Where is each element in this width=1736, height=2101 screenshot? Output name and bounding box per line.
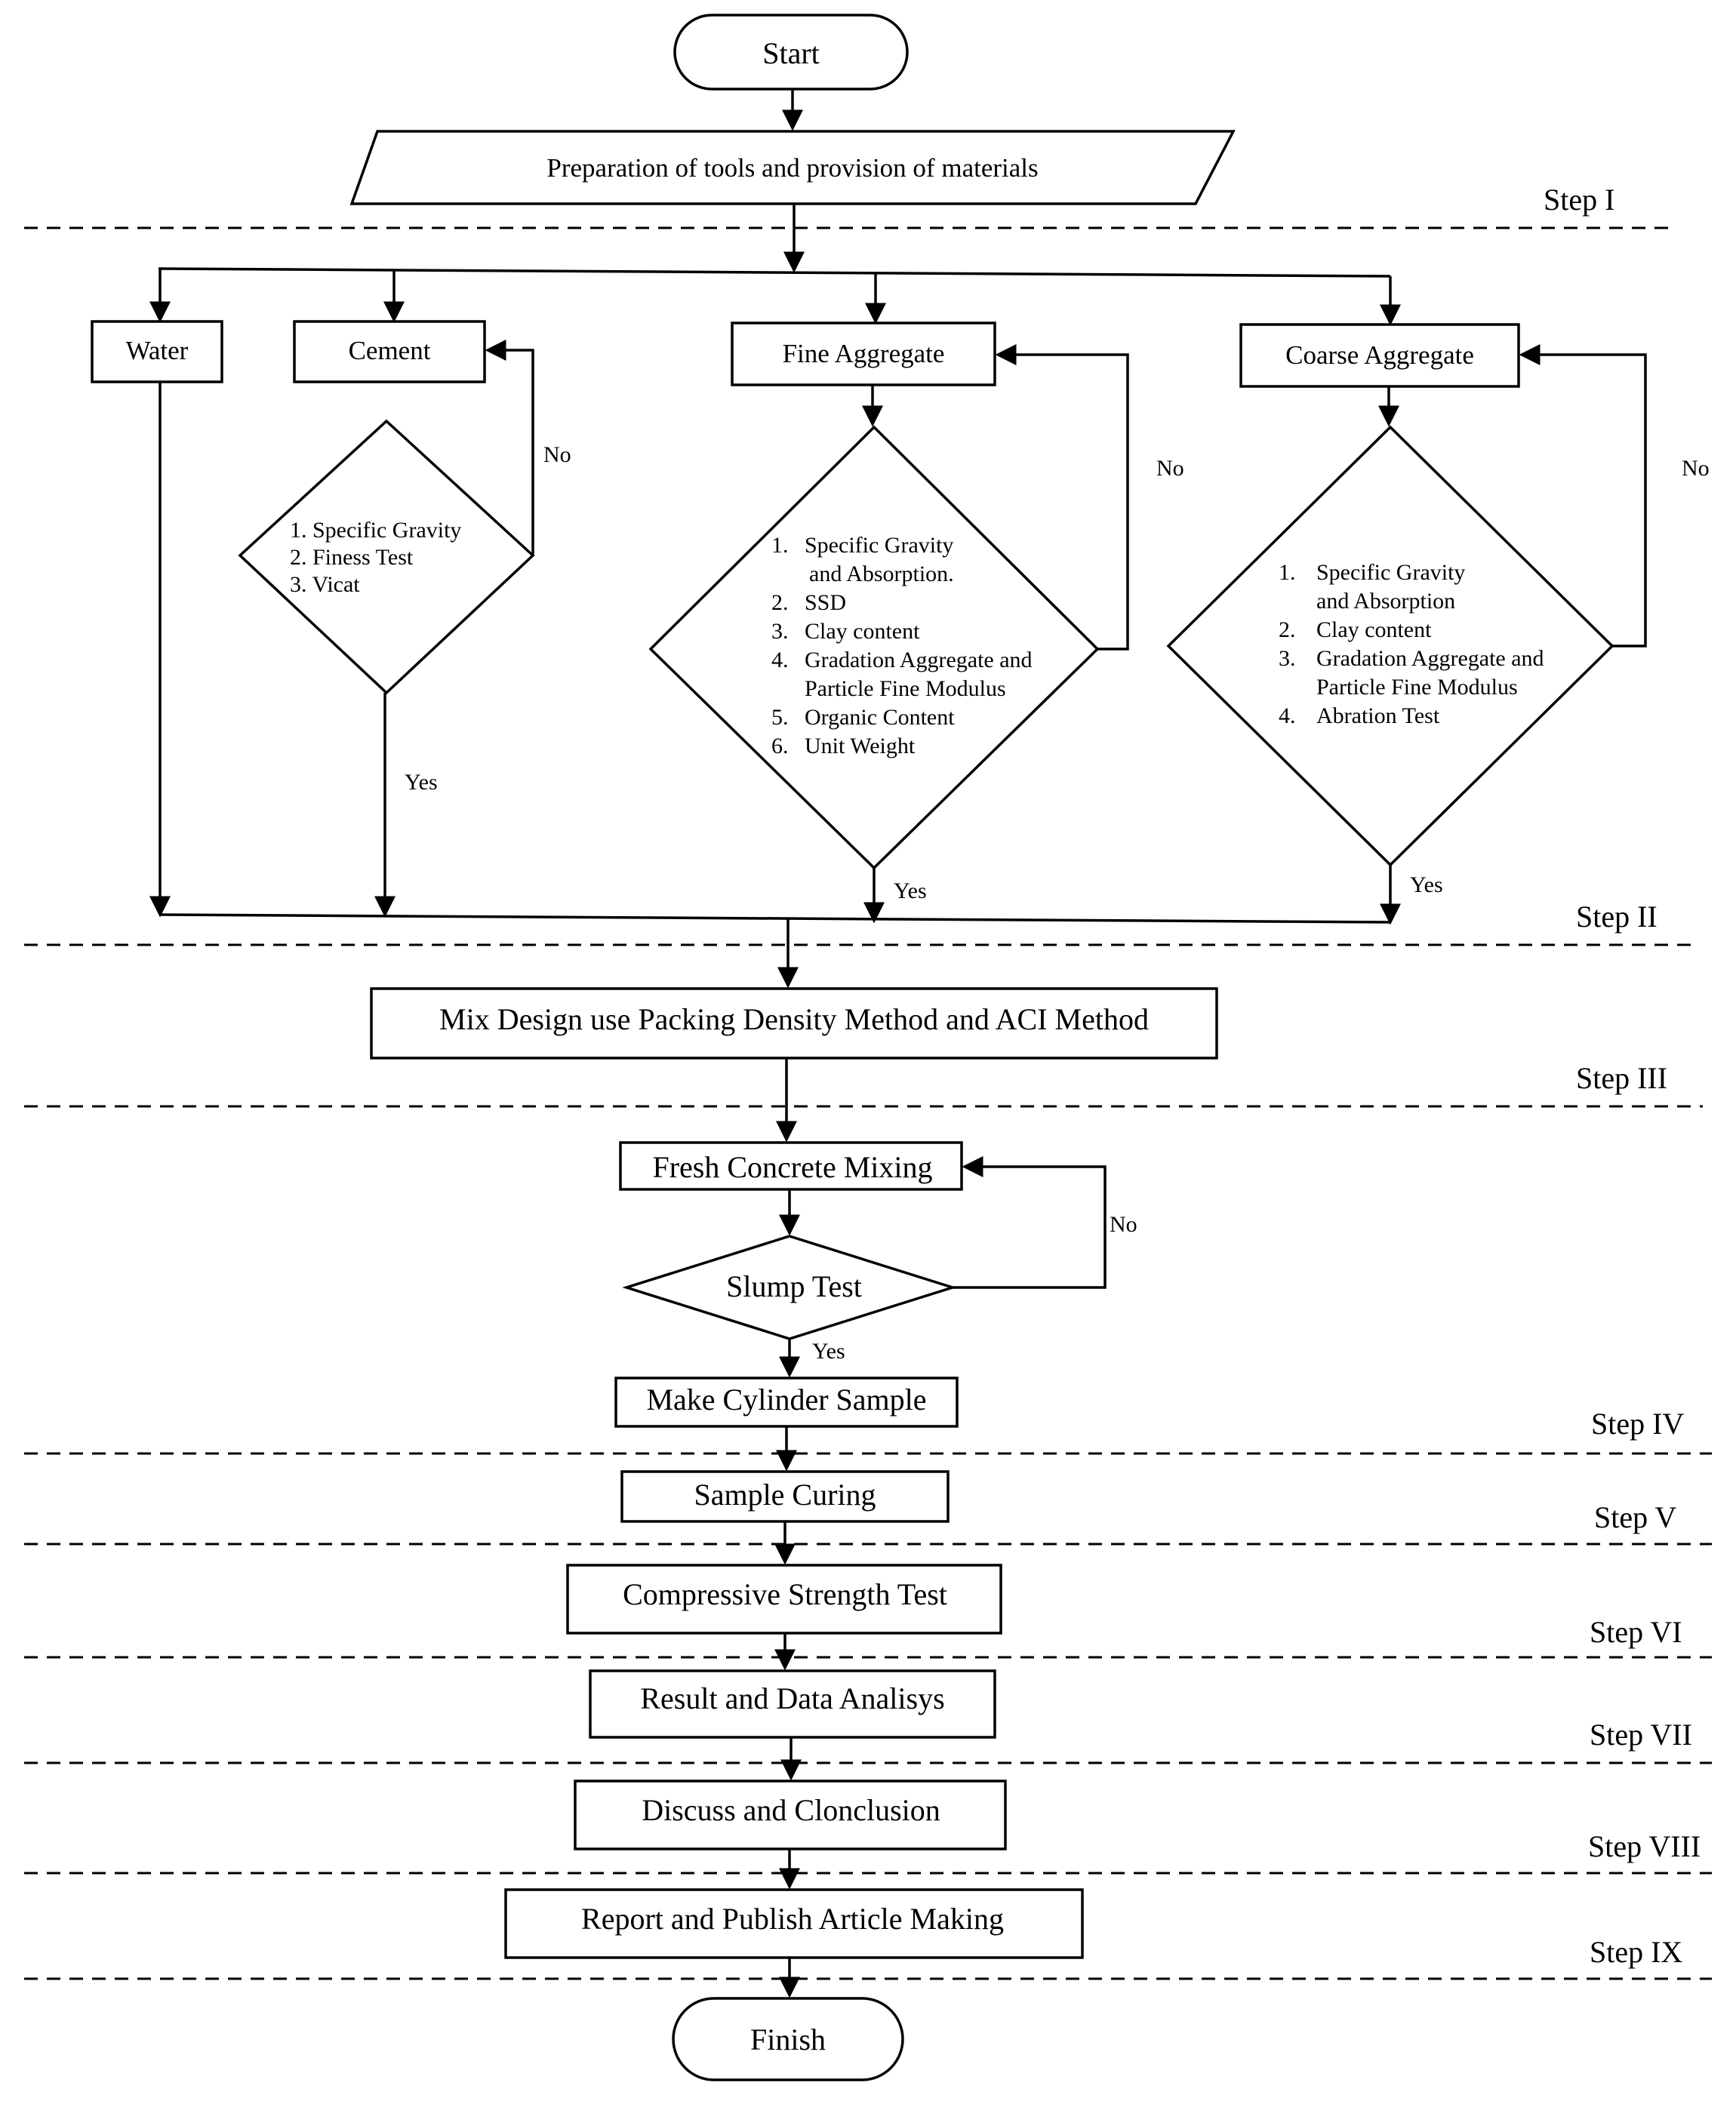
fine-no-label: No — [1156, 456, 1184, 481]
fine-test-line-6: Unit Weight — [805, 734, 916, 758]
fine-test-line-4b: Particle Fine Modulus — [805, 676, 1006, 701]
fine-yes-label: Yes — [894, 878, 927, 903]
coarse-test-number-1: 1. — [1279, 560, 1296, 585]
step-label-5: Step V — [1594, 1500, 1676, 1534]
result-analysis-label: Result and Data Analisys — [640, 1681, 944, 1715]
coarse-test-number-4: 4. — [1279, 703, 1296, 728]
report-label: Report and Publish Article Making — [581, 1902, 1004, 1936]
coarse-test-line-3b: Particle Fine Modulus — [1316, 675, 1518, 700]
cement-test-3: 3. Vicat — [290, 572, 360, 597]
curing-label: Sample Curing — [694, 1478, 876, 1512]
step-label-4: Step IV — [1591, 1407, 1684, 1441]
fresh-mixing-label: Fresh Concrete Mixing — [652, 1150, 932, 1184]
discussion-label: Discuss and Clonclusion — [642, 1793, 940, 1827]
slump-test-label: Slump Test — [726, 1269, 862, 1303]
fine-test-line-1: Specific Gravity — [805, 533, 953, 558]
mix-design-label: Mix Design use Packing Density Method an… — [439, 1002, 1149, 1036]
fine-test-number-1: 1. — [771, 533, 789, 558]
coarse-test-line-2: Clay content — [1316, 617, 1432, 642]
coarse-no-label: No — [1682, 456, 1710, 481]
step-label-1: Step I — [1544, 183, 1614, 217]
cement-test-2: 2. Finess Test — [290, 545, 414, 570]
compressive-test-box: Compressive Strength Test — [566, 1564, 1002, 1635]
fine-aggregate-test-decision: 1. Specific Gravity and Absorption. 2. S… — [648, 425, 1100, 870]
cement-box: Cement — [293, 320, 486, 383]
slump-test-decision: Slump Test — [622, 1235, 957, 1340]
step-label-7: Step VII — [1590, 1718, 1692, 1752]
coarse-test-line-4: Abration Test — [1316, 703, 1440, 728]
coarse-test-line-1b: and Absorption — [1316, 589, 1455, 614]
cylinder-sample-box: Make Cylinder Sample — [614, 1377, 959, 1428]
start-label: Start — [762, 36, 820, 70]
coarse-test-line-3: Gradation Aggregate and — [1316, 646, 1544, 671]
fine-test-line-5: Organic Content — [805, 705, 955, 730]
coarse-yes-label: Yes — [1410, 872, 1443, 897]
report-box: Report and Publish Article Making — [504, 1888, 1084, 1959]
step-label-3: Step III — [1576, 1061, 1667, 1095]
coarse-test-line-1: Specific Gravity — [1316, 560, 1465, 585]
cement-label: Cement — [349, 336, 431, 365]
cylinder-sample-label: Make Cylinder Sample — [646, 1383, 926, 1417]
step-label-6: Step VI — [1590, 1615, 1682, 1649]
discussion-box: Discuss and Clonclusion — [574, 1780, 1007, 1850]
cement-test-decision: 1. Specific Gravity 2. Finess Test 3. Vi… — [238, 419, 535, 695]
fine-test-number-5: 5. — [771, 705, 789, 730]
fine-test-line-2: SSD — [805, 590, 846, 615]
fresh-mixing-box: Fresh Concrete Mixing — [619, 1141, 963, 1191]
fine-test-number-6: 6. — [771, 734, 789, 758]
slump-no-label: No — [1110, 1212, 1137, 1237]
water-label: Water — [126, 336, 189, 365]
mix-design-box: Mix Design use Packing Density Method an… — [370, 987, 1218, 1060]
coarse-aggregate-box: Coarse Aggregate — [1239, 323, 1520, 388]
cement-no-label: No — [543, 442, 571, 467]
fine-test-line-1b: and Absorption. — [809, 561, 954, 586]
result-analysis-box: Result and Data Analisys — [589, 1669, 996, 1739]
fine-aggregate-box: Fine Aggregate — [731, 321, 996, 386]
step-label-2: Step II — [1576, 900, 1658, 934]
preparation-input: Preparation of tools and provision of ma… — [349, 130, 1236, 205]
finish-terminal: Finish — [672, 1997, 904, 2081]
step-label-8: Step VIII — [1588, 1829, 1701, 1863]
coarse-aggregate-test-decision: 1. Specific Gravity and Absorption 2. Cl… — [1166, 425, 1614, 867]
fine-aggregate-label: Fine Aggregate — [783, 339, 945, 368]
compressive-test-label: Compressive Strength Test — [623, 1577, 947, 1611]
fine-test-line-3: Clay content — [805, 619, 920, 644]
coarse-test-number-2: 2. — [1279, 617, 1296, 642]
coarse-aggregate-label: Coarse Aggregate — [1285, 340, 1474, 370]
fine-test-number-4: 4. — [771, 648, 789, 672]
finish-label: Finish — [750, 2023, 826, 2056]
cement-yes-label: Yes — [405, 770, 438, 795]
start-terminal: Start — [673, 14, 909, 91]
coarse-test-number-3: 3. — [1279, 646, 1296, 671]
water-box: Water — [91, 320, 223, 383]
step-labels: Step I Step II Step III Step IV Step V S… — [1544, 183, 1701, 1969]
fine-test-number-2: 2. — [771, 590, 789, 615]
preparation-label: Preparation of tools and provision of ma… — [546, 153, 1038, 183]
curing-box: Sample Curing — [620, 1470, 950, 1523]
fine-test-line-4: Gradation Aggregate and — [805, 648, 1033, 672]
step-separators — [24, 226, 1712, 1980]
slump-yes-label: Yes — [812, 1339, 845, 1364]
cement-test-1: 1. Specific Gravity — [290, 518, 461, 543]
fine-test-number-3: 3. — [771, 619, 789, 644]
step-label-9: Step IX — [1590, 1935, 1682, 1969]
